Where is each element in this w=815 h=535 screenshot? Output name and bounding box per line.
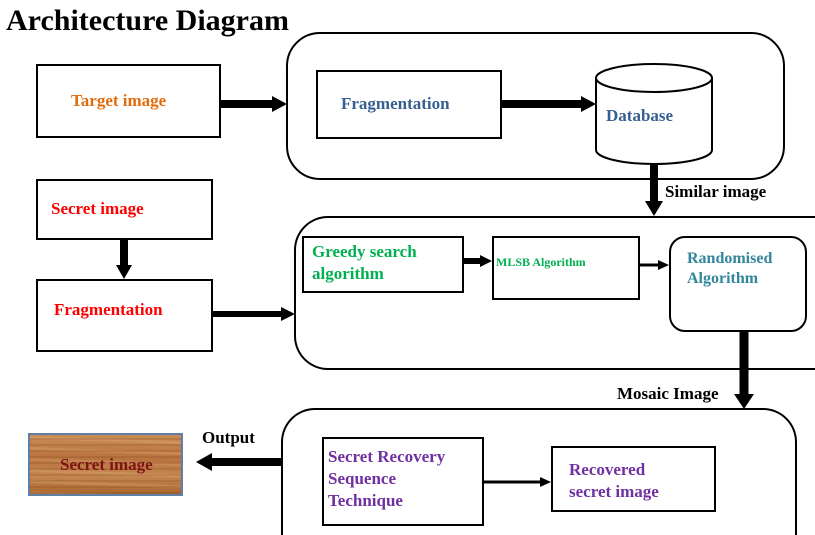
label-similar-image: Similar image xyxy=(665,182,767,201)
node-fragmentation-top: Fragmentation xyxy=(316,70,502,139)
arrowhead-randomised xyxy=(658,260,669,270)
node-mlsb: MLSB Algorithm xyxy=(492,236,640,300)
node-target-image: Target image xyxy=(36,64,221,138)
node-mlsb-label: MLSB Algorithm xyxy=(496,255,586,269)
node-greedy-line2: algorithm xyxy=(312,264,384,283)
label-output: Output xyxy=(202,428,255,447)
node-secret-recovery-line3: Technique xyxy=(328,491,403,510)
node-secret-image-label: Secret image xyxy=(51,199,144,218)
output-secret-image: Secret image xyxy=(28,433,183,496)
arrowhead-output xyxy=(196,453,212,471)
node-greedy-search: Greedy search algorithm xyxy=(302,236,464,293)
node-target-image-label: Target image xyxy=(71,91,167,110)
node-greedy-line1: Greedy search xyxy=(312,242,417,261)
arrowhead-target xyxy=(272,96,287,112)
arrowhead-database xyxy=(581,96,596,112)
node-recovered-line1: Recovered xyxy=(569,460,646,479)
arrowhead-similar xyxy=(645,201,663,216)
node-fragmentation-left-label: Fragmentation xyxy=(54,300,163,319)
node-fragmentation-top-label: Fragmentation xyxy=(341,94,450,113)
node-randomised-line2: Algorithm xyxy=(687,270,759,287)
arrowhead-fragmentation-left xyxy=(116,265,132,279)
arrowhead-recovered xyxy=(540,477,551,487)
node-secret-recovery-line1: Secret Recovery xyxy=(328,447,446,466)
arrowhead-middle xyxy=(281,307,295,321)
node-randomised: Randomised Algorithm xyxy=(669,236,807,332)
arrowhead-mlsb xyxy=(480,255,492,267)
node-secret-recovery-line2: Sequence xyxy=(328,469,396,488)
node-secret-image: Secret image xyxy=(36,179,213,240)
arrowhead-mosaic xyxy=(734,394,754,409)
node-secret-recovery: Secret Recovery Sequence Technique xyxy=(322,437,484,526)
output-secret-image-label: Secret image xyxy=(60,455,153,474)
node-recovered-line2: secret image xyxy=(569,482,659,501)
node-database-label: Database xyxy=(606,106,674,125)
node-fragmentation-left: Fragmentation xyxy=(36,279,213,352)
label-mosaic-image: Mosaic Image xyxy=(617,384,719,403)
node-recovered: Recovered secret image xyxy=(551,446,716,512)
diagram-title: Architecture Diagram xyxy=(6,4,289,37)
node-randomised-line1: Randomised xyxy=(687,250,773,267)
